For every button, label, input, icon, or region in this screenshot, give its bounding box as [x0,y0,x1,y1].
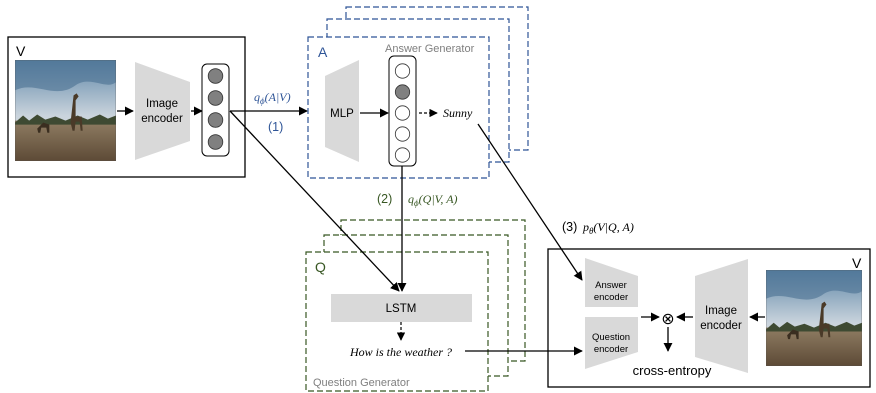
mlp-label: MLP [330,108,354,120]
question-encoder-label-line1: Question [592,332,630,343]
product-symbol: ⊗ [661,311,674,328]
image-encoder-trapezoid [135,62,190,160]
lstm-block [331,294,472,322]
step3-formula-argument: (V|Q, A) [593,220,633,234]
candidate-image [766,270,862,366]
step3-formula-subscript: θ [589,226,594,236]
step1-label: (1) [268,120,283,134]
step2-formula: qϕ(Q|V, A) [408,192,458,208]
right-panel-frame [547,248,871,388]
answer-encoder-label-line2: encoder [594,292,628,303]
right-panel-label: V [852,255,862,271]
mlp-trapezoid [325,60,359,162]
image-encoder-label-line2: encoder [141,113,183,125]
answer-node-selected [394,84,411,100]
step3-formula-symbol: p [582,220,589,234]
answer-node [394,105,411,121]
question-generator-label: Q [315,259,326,275]
answer-node [394,126,411,142]
question-encoder-block [585,317,638,369]
left-panel-label: V [16,43,26,59]
step1-formula-symbol: q [254,90,260,104]
step2-formula-subscript: ϕ [414,198,419,208]
step3-formula: pθ(V|Q, A) [582,220,634,236]
loss-label: cross-entropy [633,363,712,378]
feature-node [207,134,224,150]
step2-formula-symbol: q [408,192,414,206]
step3-label: (3) [562,220,577,234]
question-text: How is the weather ? [349,345,452,359]
answer-node [394,147,411,163]
answer-generator-label: A [318,44,328,60]
feature-node [207,112,224,128]
right-image-encoder-label-line2: encoder [700,320,742,332]
answer-text: Sunny [443,106,473,120]
arrow-answer-to-answer-encoder [477,123,583,281]
feature-vector [201,63,230,157]
answer-generator-title: Answer Generator [385,43,475,55]
arrow-features-to-lstm [229,110,400,292]
step2-label: (2) [377,192,392,206]
right-image-encoder-label-line1: Image [705,305,737,317]
left-panel-frame [7,36,246,178]
answer-node [394,63,411,79]
step1-formula-subscript: ϕ [260,96,265,106]
question-encoder-label-line2: encoder [594,344,628,355]
step1-formula: qϕ(A|V) [254,90,291,106]
feature-node [207,90,224,106]
lstm-label: LSTM [386,303,417,315]
question-generator-title: Question Generator [313,377,410,389]
answer-encoder-label-line1: Answer [595,280,627,291]
input-image [15,60,116,161]
answer-encoder-block [585,258,638,307]
image-encoder-label-line1: Image [146,98,178,110]
step2-formula-argument: (Q|V, A) [419,192,458,206]
right-image-encoder-block [695,259,748,373]
feature-node [207,68,224,84]
step1-formula-argument: (A|V) [265,90,291,104]
